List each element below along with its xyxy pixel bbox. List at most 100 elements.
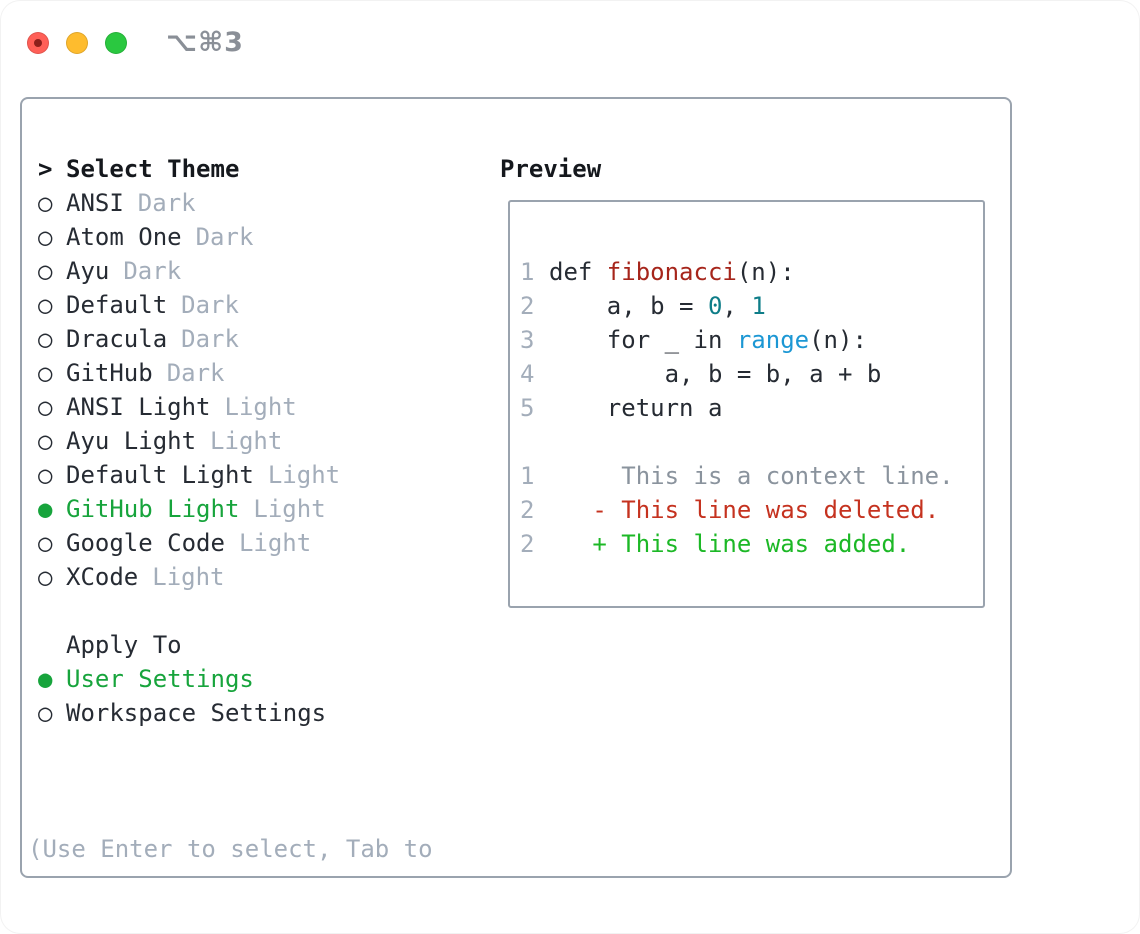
code-token-number: 1	[751, 292, 766, 320]
minimize-button[interactable]	[66, 32, 88, 54]
code-line: 1 This is a context line.	[520, 459, 954, 493]
code-token-number: 0	[707, 292, 723, 320]
radio-icon: ○	[38, 359, 53, 387]
code-text: return a	[549, 391, 723, 425]
line-number: 4	[520, 360, 535, 388]
theme-option-atom-one[interactable]: ○ Atom One Dark	[38, 220, 433, 254]
radio-icon: ○	[38, 291, 53, 319]
spacer	[38, 730, 433, 764]
option-name: ANSI	[66, 189, 124, 217]
radio-icon: ●	[38, 665, 53, 693]
option-name: Ayu Light	[66, 427, 197, 455]
close-button[interactable]	[27, 32, 49, 54]
zoom-button[interactable]	[105, 32, 127, 54]
option-name: Default	[66, 291, 168, 319]
radio-icon: ○	[38, 257, 53, 285]
option-variant-tag: Light	[238, 529, 312, 557]
apply-to-title: Apply To	[66, 631, 182, 659]
titlebar: ⌥⌘3	[27, 26, 244, 60]
line-number: 2	[520, 530, 535, 558]
option-variant-tag: Light	[224, 393, 297, 421]
code-text: a, b = b, a + b	[549, 357, 882, 391]
option-variant-tag: Light	[210, 427, 283, 455]
apply-to-marker-space	[38, 628, 66, 662]
apply-option-user-settings[interactable]: ● User Settings	[38, 662, 433, 696]
radio-icon: ○	[38, 529, 53, 557]
select-theme-header: > Select Theme	[38, 152, 433, 186]
code-token-code	[549, 530, 592, 558]
code-text: This is a context line.	[549, 459, 954, 493]
code-token-context: This is a context line.	[549, 462, 954, 490]
cursor-marker: >	[38, 155, 53, 183]
radio-icon: ○	[38, 427, 53, 455]
theme-option-ayu-light[interactable]: ○ Ayu Light Light	[38, 424, 433, 458]
option-variant-tag: Dark	[166, 359, 225, 387]
theme-option-default[interactable]: ○ Default Dark	[38, 288, 433, 322]
hint-line-1: (Use Enter to select, Tab to	[28, 835, 433, 863]
option-variant-tag: Light	[152, 563, 225, 591]
code-text: a, b = 0, 1	[549, 289, 766, 323]
option-name: Atom One	[66, 223, 182, 251]
code-token-code: a, b =	[549, 292, 708, 320]
radio-icon: ○	[38, 461, 53, 489]
code-line: 2 a, b = 0, 1	[520, 289, 954, 323]
code-token-code: a, b = b, a + b	[549, 360, 882, 388]
option-variant-tag: Dark	[123, 257, 182, 285]
radio-icon: ●	[38, 495, 53, 523]
code-token-added: + This line was added.	[592, 530, 911, 558]
code-line: 2 + This line was added.	[520, 527, 954, 561]
select-theme-title: Select Theme	[66, 155, 240, 183]
code-token-code: ,	[722, 292, 752, 320]
code-token-code: def	[549, 258, 607, 286]
code-text: def fibonacci(n):	[549, 255, 795, 289]
code-line: 4 a, b = b, a + b	[520, 357, 954, 391]
preview-pane: 1 def fibonacci(n): 2 a, b = 0, 1 3 for _…	[508, 200, 985, 608]
code-token-function: fibonacci	[606, 258, 737, 286]
code-token-code	[549, 496, 592, 524]
option-name: ANSI Light	[66, 393, 211, 421]
line-number: 1	[520, 258, 535, 286]
option-variant-tag: Dark	[181, 291, 239, 319]
theme-option-ayu[interactable]: ○ Ayu Dark	[38, 254, 433, 288]
code-line: 5 return a	[520, 391, 954, 425]
option-name: XCode	[66, 563, 139, 591]
code-line: 1 def fibonacci(n):	[520, 255, 954, 289]
line-number: 3	[520, 326, 535, 354]
option-name: User Settings	[66, 665, 254, 693]
line-number: 2	[520, 496, 535, 524]
keyboard-hint: (Use Enter to select, Tab to change focu…	[28, 764, 433, 934]
apply-to-header: Apply To	[38, 628, 433, 662]
radio-icon: ○	[38, 223, 53, 251]
option-variant-tag: Dark	[195, 223, 254, 251]
line-number	[520, 425, 535, 459]
code-text: for _ in range(n):	[549, 323, 867, 357]
radio-icon: ○	[38, 393, 53, 421]
code-line	[520, 425, 954, 459]
theme-option-github-light[interactable]: ● GitHub Light Light	[38, 492, 433, 526]
apply-option-workspace-settings[interactable]: ○Workspace Settings	[38, 696, 433, 730]
code-token-builtin: range	[736, 326, 810, 354]
radio-icon: ○	[38, 189, 53, 217]
option-variant-tag: Light	[253, 495, 326, 523]
line-number: 1	[520, 462, 535, 490]
option-name: Ayu	[66, 257, 110, 285]
option-name: GitHub Light	[66, 495, 240, 523]
code-preview: 1 def fibonacci(n): 2 a, b = 0, 1 3 for _…	[520, 255, 954, 561]
theme-option-ansi-light[interactable]: ○ ANSI Light Light	[38, 390, 433, 424]
code-text: - This line was deleted.	[549, 493, 939, 527]
preview-title: Preview	[500, 155, 602, 183]
radio-icon: ○	[38, 325, 53, 353]
code-token-code: (n):	[736, 258, 795, 286]
window-shortcut-label: ⌥⌘3	[166, 27, 244, 58]
option-name: Dracula	[66, 325, 168, 353]
